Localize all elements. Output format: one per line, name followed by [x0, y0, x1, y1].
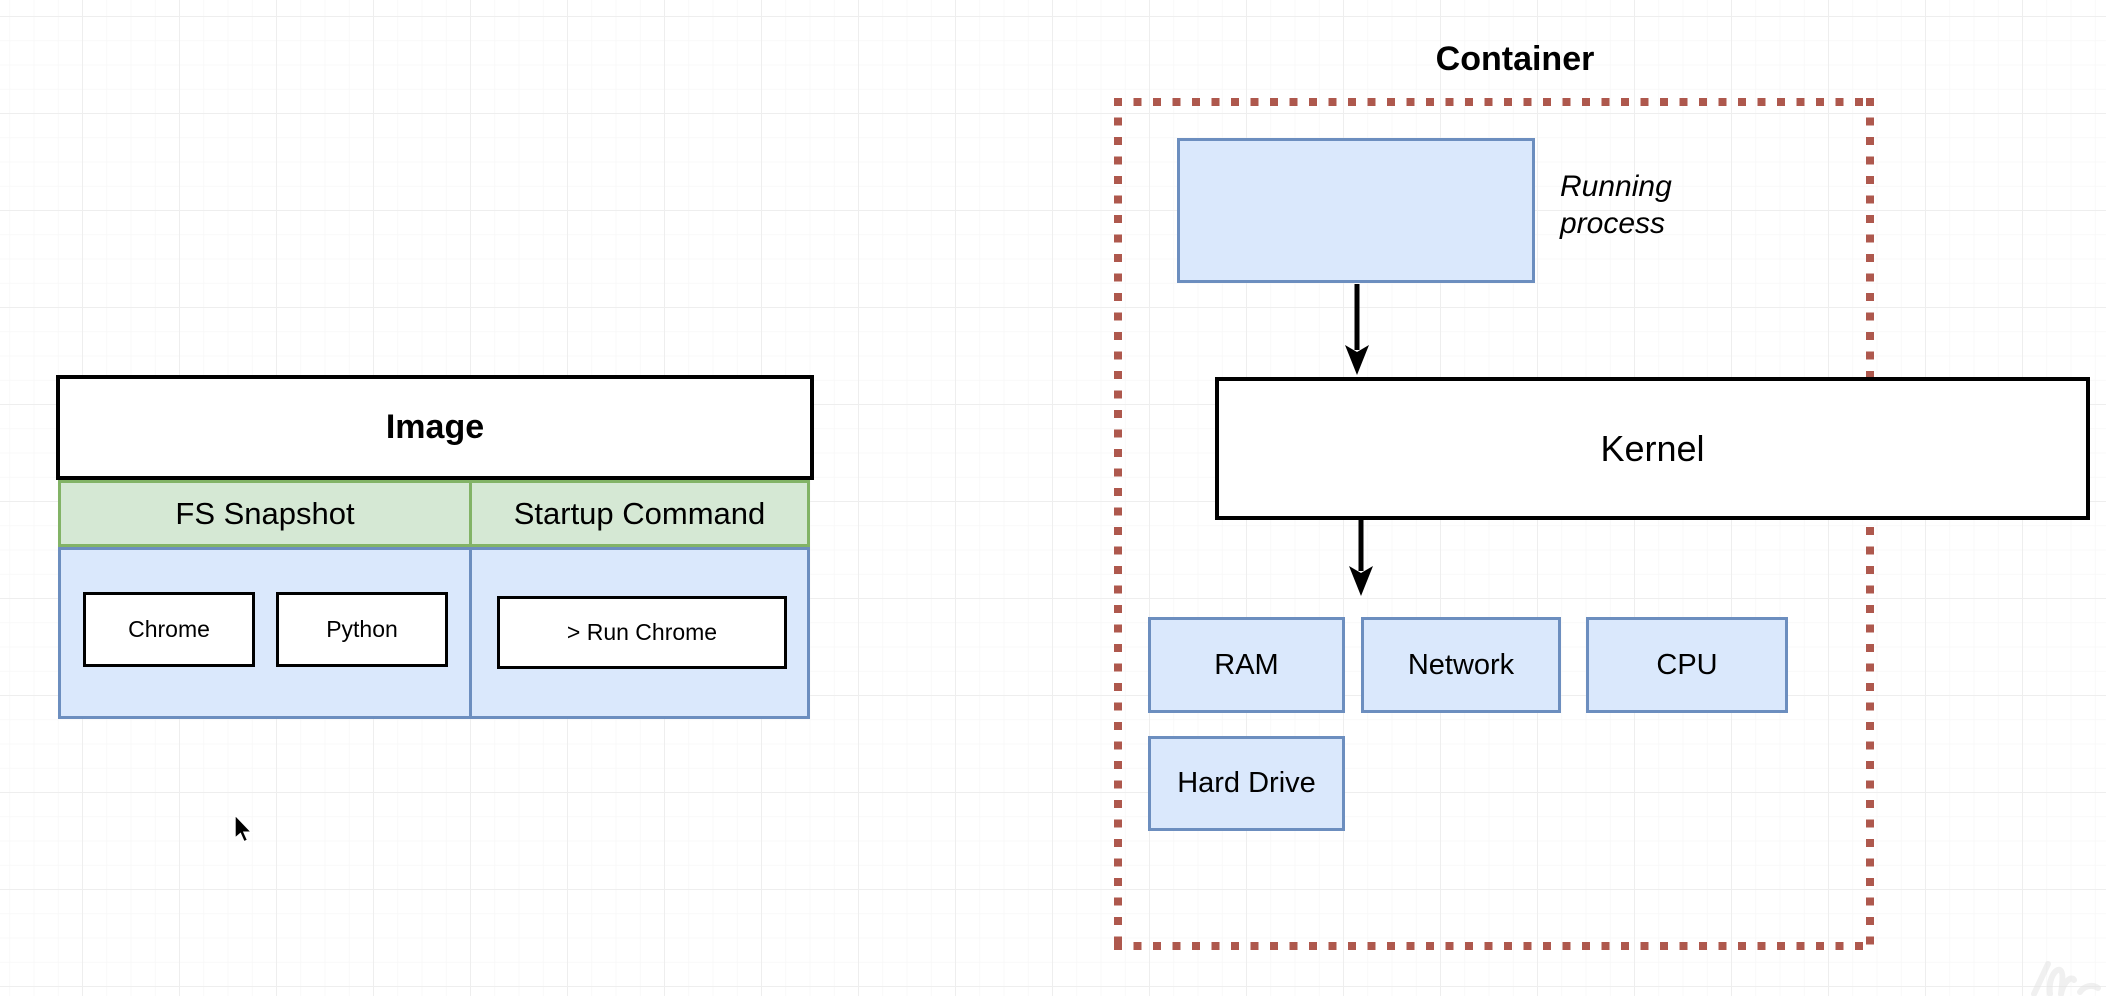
- startup-command-header-label: Startup Command: [513, 495, 766, 531]
- arrow-process-to-kernel-icon[interactable]: [1342, 284, 1372, 377]
- cpu-label: CPU: [1656, 648, 1718, 681]
- python-label: Python: [326, 616, 398, 642]
- network-label: Network: [1407, 648, 1515, 681]
- kernel-label: Kernel: [1600, 427, 1705, 469]
- image-title-box[interactable]: Image: [56, 375, 814, 480]
- container-dotted-border-left[interactable]: [1114, 98, 1122, 950]
- fs-snapshot-header-cell[interactable]: FS Snapshot: [58, 480, 472, 547]
- fs-snapshot-header-label: FS Snapshot: [175, 495, 355, 531]
- network-box[interactable]: Network: [1361, 617, 1561, 713]
- image-title: Image: [385, 408, 485, 446]
- chrome-label: Chrome: [128, 616, 210, 642]
- kernel-box[interactable]: Kernel: [1215, 377, 2090, 520]
- container-title: Container: [1435, 40, 1595, 78]
- arrow-kernel-to-resources-icon[interactable]: [1346, 520, 1376, 598]
- running-process-label: Running process: [1560, 170, 1672, 240]
- container-dotted-border-right[interactable]: [1866, 98, 1874, 950]
- python-box[interactable]: Python: [276, 592, 448, 667]
- container-dotted-border-bottom[interactable]: [1114, 942, 1874, 950]
- running-process-box[interactable]: [1177, 138, 1535, 283]
- ram-box[interactable]: RAM: [1148, 617, 1345, 713]
- run-chrome-box[interactable]: > Run Chrome: [497, 596, 787, 669]
- container-dotted-border-top[interactable]: [1114, 98, 1874, 106]
- ram-label: RAM: [1214, 648, 1279, 681]
- hard-drive-box[interactable]: Hard Drive: [1148, 736, 1345, 831]
- startup-command-header-cell[interactable]: Startup Command: [469, 480, 810, 547]
- run-chrome-label: > Run Chrome: [566, 619, 718, 645]
- watermark-glyph: [2031, 961, 2101, 996]
- mouse-cursor-icon: [234, 815, 254, 843]
- cpu-box[interactable]: CPU: [1586, 617, 1788, 713]
- hard-drive-label: Hard Drive: [1177, 767, 1316, 799]
- chrome-box[interactable]: Chrome: [83, 592, 255, 667]
